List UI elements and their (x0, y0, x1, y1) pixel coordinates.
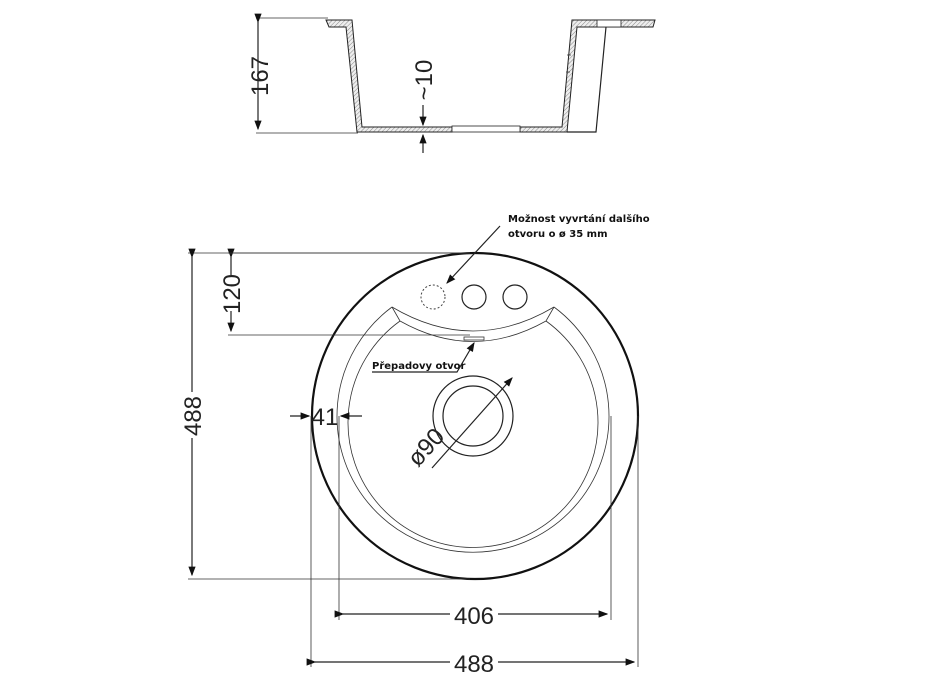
dim-bottom-thickness: ~10 (411, 60, 438, 101)
tap-hole-section (596, 19, 622, 28)
dim-height-167: 167 (247, 56, 274, 96)
dim-drain-diameter: ø90 (402, 423, 450, 472)
drain-hole-section (451, 125, 521, 133)
tap-hole (461, 284, 487, 310)
dim-overall-width-488: 488 (454, 651, 494, 678)
dim-rim-width-41: 41 (312, 404, 339, 431)
overflow-slot (463, 336, 485, 341)
note-overflow: Přepadovy otvor (372, 360, 466, 372)
dim-tap-offset-120: 120 (219, 274, 246, 314)
bowl-outer-edge (336, 306, 610, 553)
sink-section-right (519, 19, 656, 133)
dim-overall-height-488: 488 (180, 396, 207, 436)
tap-hole (502, 284, 528, 310)
note-extra-hole-line2: otvoru o ø 35 mm (508, 229, 608, 240)
drain-outer (432, 375, 514, 457)
optional-tap-hole (420, 284, 446, 310)
note-extra-hole-line1: Možnost vyvrtání dalšího (508, 213, 650, 225)
plan-view: ø90 Možnost vyvrtání dalšího otvoru o ø … (180, 213, 650, 678)
dim-bowl-width-406: 406 (454, 603, 494, 630)
drain-inner (442, 385, 504, 447)
section-view: 167 ~10 (247, 13, 656, 153)
